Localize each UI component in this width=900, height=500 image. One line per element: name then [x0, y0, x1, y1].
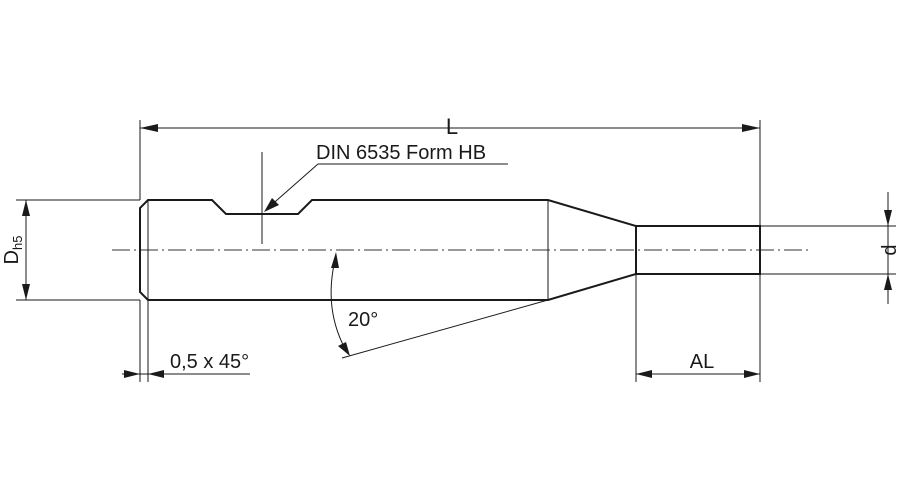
dimension-d: d: [760, 192, 900, 304]
arrow-down-icon: [22, 284, 30, 300]
al-arrow-left-icon: [636, 370, 652, 378]
chamfer-arrow-left-icon: [124, 370, 140, 378]
chamfer-label: 0,5 x 45°: [170, 351, 249, 373]
angle-arrow-top-icon: [331, 252, 339, 268]
tolerance-subscript: h5: [10, 236, 25, 250]
leader-arrow-icon: [264, 198, 279, 212]
dimension-AL: AL: [635, 274, 761, 382]
din-label: DIN 6535 Form HB: [316, 142, 486, 164]
arrow-left-icon: [140, 124, 158, 132]
din-note: DIN 6535 Form HB: [261, 142, 508, 244]
dimension-angle: 20°: [330, 252, 549, 359]
dimension-L: L: [139, 114, 761, 226]
diameter-symbol: D: [1, 250, 23, 264]
d-arrow-bottom-icon: [884, 274, 892, 290]
arrow-right-icon: [742, 124, 760, 132]
length-label: L: [446, 114, 458, 139]
dimension-chamfer: 0,5 x 45°: [122, 300, 250, 382]
angle-label: 20°: [348, 309, 378, 331]
al-arrow-right-icon: [744, 370, 760, 378]
angle-arrow-bottom-icon: [338, 342, 350, 356]
note-leader: [267, 163, 319, 209]
tip-length-label: AL: [690, 351, 714, 373]
dimension-D: Dh5: [1, 199, 140, 301]
tool-body: [139, 199, 761, 301]
angle-arc: [330, 255, 349, 355]
arrow-up-icon: [22, 200, 30, 216]
chamfer-arrow-right-icon: [148, 370, 164, 378]
shank-diameter-label: Dh5: [1, 236, 25, 265]
tip-diameter-label: d: [879, 244, 900, 255]
d-arrow-top-icon: [884, 210, 892, 226]
taper-extension-line: [341, 299, 549, 359]
